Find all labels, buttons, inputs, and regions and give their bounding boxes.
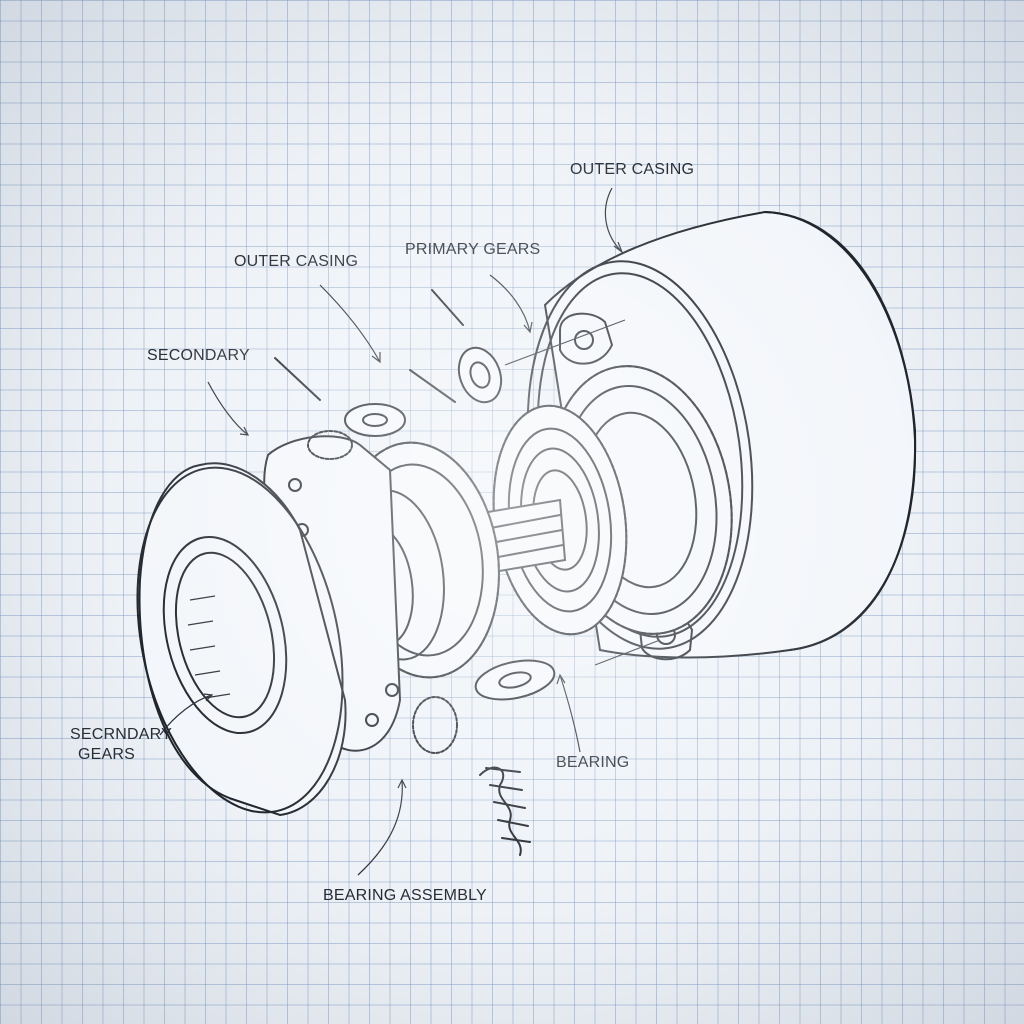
label-secondary: SECONDARY	[147, 347, 250, 364]
loose-parts	[274, 289, 556, 856]
label-bearing-assembly: BEARING ASSEMBLY	[323, 887, 487, 904]
label-secondary-gears-line2: GEARS	[78, 746, 136, 763]
label-primary-gears: PRIMARY GEARS	[405, 241, 541, 258]
leader-arrows	[159, 187, 661, 876]
end-plate-disc	[136, 462, 347, 817]
label-bearing: BEARING	[556, 754, 630, 771]
label-outer-casing-right: OUTER CASING	[570, 161, 695, 178]
label-secondary-gears-line1: SECRNDARY	[70, 726, 172, 743]
label-outer-casing-left: OUTER CASING	[234, 253, 359, 270]
